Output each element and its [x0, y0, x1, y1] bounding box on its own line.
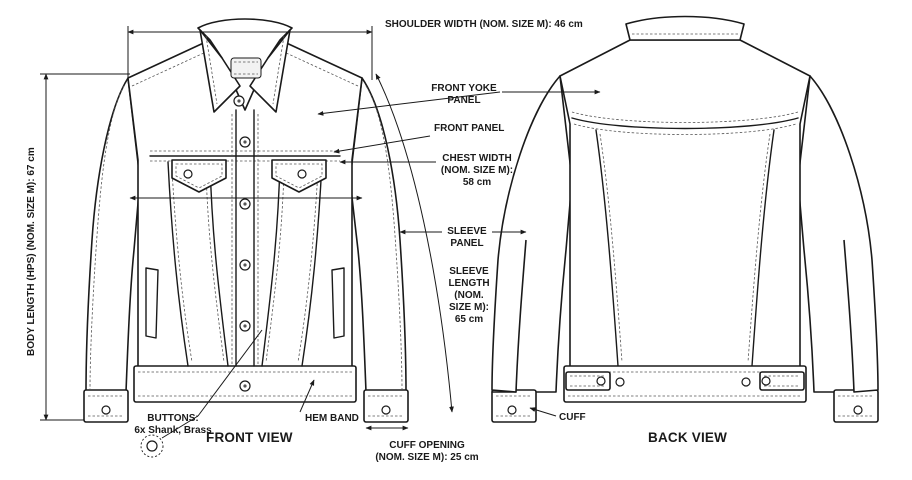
sleeve-length-line-2: LENGTH	[448, 278, 490, 289]
front-left-sleeve	[85, 77, 141, 393]
chest-width-label: CHEST WIDTH (NOM. SIZE M): 58 cm	[432, 153, 522, 189]
sleeve-length-line-1: SLEEVE	[449, 266, 489, 277]
shoulder-width-label: SHOULDER WIDTH (NOM. SIZE M): 46 cm	[385, 19, 583, 30]
sleeve-panel-line-1: SLEEVE	[447, 226, 487, 237]
front-yoke-panel-label: FRONT YOKE PANEL	[428, 83, 500, 107]
front-panel-label: FRONT PANEL	[434, 123, 505, 134]
cuff-opening-line-2: (NOM. SIZE M): 25 cm	[375, 452, 479, 463]
sleeve-panel-line-2: PANEL	[450, 238, 484, 249]
sleeve-length-line-3: (NOM.	[454, 290, 484, 301]
back-jacket	[491, 15, 879, 423]
sleeve-panel-label: SLEEVE PANEL	[442, 226, 492, 250]
sleeve-length-line-4: SIZE M):	[449, 302, 489, 313]
cuff-label: CUFF	[559, 412, 586, 423]
chest-width-line-2: (NOM. SIZE M):	[440, 165, 514, 176]
front-left-chest-pocket	[171, 159, 227, 193]
front-left-hand-pocket	[145, 267, 159, 339]
back-hem-band	[563, 365, 807, 403]
back-view-title: BACK VIEW	[648, 430, 728, 445]
measurement-lines	[40, 26, 601, 458]
back-right-adjuster-tab	[759, 371, 805, 391]
back-left-adjuster-tab	[565, 371, 611, 391]
buttons-line-2: 6x Shank, Brass	[134, 425, 212, 436]
buttons-label: BUTTONS: 6x Shank, Brass	[118, 413, 228, 437]
front-yoke-line-2: PANEL	[447, 95, 481, 106]
cuff-opening-label: CUFF OPENING (NOM. SIZE M): 25 cm	[372, 440, 482, 464]
front-jacket	[83, 18, 409, 423]
sleeve-length-label: SLEEVE LENGTH (NOM. SIZE M): 65 cm	[440, 266, 498, 326]
body-length-label: BODY LENGTH (HPS) (NOM. SIZE M): 67 cm	[26, 147, 37, 356]
front-view-title: FRONT VIEW	[206, 430, 293, 445]
front-buttons	[233, 95, 251, 392]
buttons-line-1: BUTTONS:	[147, 413, 199, 424]
sleeve-length-line-5: 65 cm	[454, 314, 484, 325]
front-yoke-line-1: FRONT YOKE	[431, 83, 497, 94]
front-right-hand-pocket	[331, 267, 345, 339]
chest-width-line-1: CHEST WIDTH	[442, 153, 512, 164]
hem-band-label: HEM BAND	[305, 413, 359, 424]
chest-width-line-3: 58 cm	[462, 177, 492, 188]
back-collar	[625, 15, 745, 41]
back-body	[559, 39, 811, 369]
brand-label-patch	[230, 57, 262, 79]
cuff-opening-line-1: CUFF OPENING	[389, 440, 465, 451]
